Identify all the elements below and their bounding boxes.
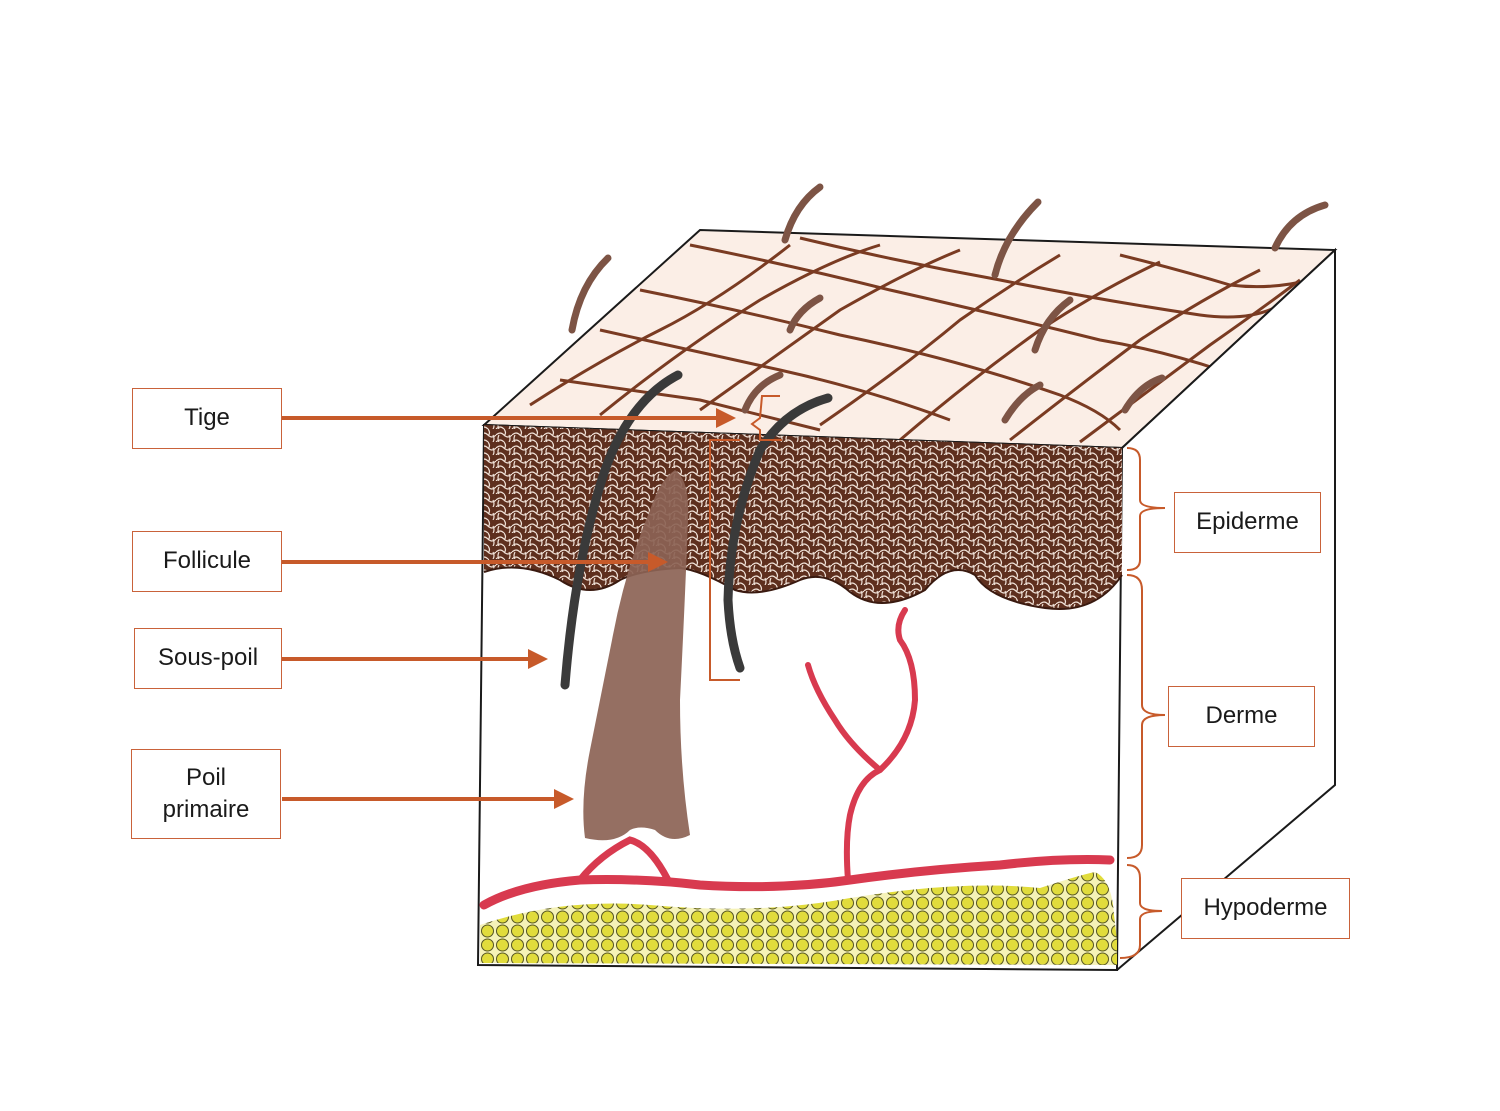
label-hypoderme-text: Hypoderme xyxy=(1203,894,1328,922)
block-right-face xyxy=(1116,247,1336,971)
derme-brace xyxy=(1126,574,1166,859)
label-follicule: Follicule xyxy=(132,531,282,592)
layer-braces xyxy=(1119,447,1166,959)
arrowhead-follicule xyxy=(648,552,668,572)
label-sous-poil: Sous-poil xyxy=(134,628,282,689)
label-poil-primaire-line2: primaire xyxy=(162,796,250,823)
label-poil-primaire-line1: Poil xyxy=(185,763,227,791)
label-epiderme: Epiderme xyxy=(1174,492,1321,553)
surface-hairs xyxy=(568,183,1329,424)
label-tige: Tige xyxy=(132,388,282,449)
skin-surface-grid xyxy=(529,236,1311,444)
label-follicule-text: Follicule xyxy=(162,547,252,575)
label-arrows xyxy=(282,408,736,809)
blood-vessels xyxy=(479,607,1115,910)
epidermis-outline xyxy=(483,566,1123,610)
label-poil-primaire: Poil primaire xyxy=(131,749,281,839)
guard-hair-right xyxy=(723,393,833,673)
label-derme: Derme xyxy=(1168,686,1315,747)
arrowhead-tige xyxy=(716,408,736,428)
hypoderme-brace xyxy=(1119,864,1163,959)
arrowhead-sous-poil xyxy=(528,649,548,669)
label-derme-text: Derme xyxy=(1205,702,1278,730)
label-tige-text: Tige xyxy=(184,404,230,432)
label-sous-poil-text: Sous-poil xyxy=(157,644,259,672)
label-epiderme-text: Epiderme xyxy=(1196,508,1299,536)
stem-bracket xyxy=(750,395,782,441)
follicle-bracket xyxy=(709,439,740,681)
guard-hair-left xyxy=(560,370,683,690)
epiderme-brace xyxy=(1126,447,1166,571)
label-hypoderme: Hypoderme xyxy=(1181,878,1350,939)
arrowhead-poil-primaire xyxy=(554,789,574,809)
